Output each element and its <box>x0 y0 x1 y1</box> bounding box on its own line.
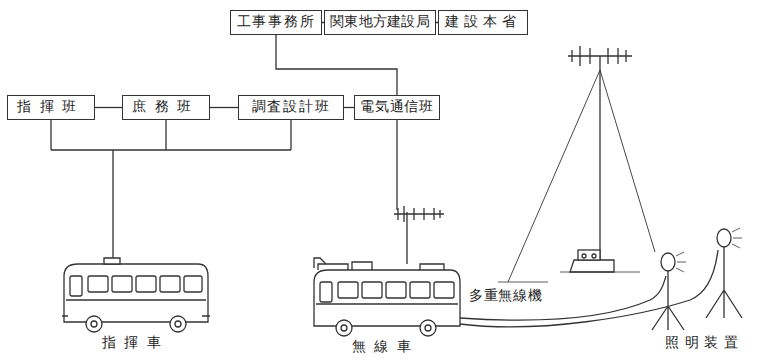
flood-light <box>706 228 742 318</box>
link-line <box>51 120 291 262</box>
link-line <box>396 120 397 210</box>
part-label: 無線車 <box>350 339 421 355</box>
box-text: 建設本省 <box>445 14 521 30</box>
group-box: 建設本省 <box>438 10 528 35</box>
group-box: 工事事務所 <box>230 10 322 35</box>
connector-line <box>344 107 354 108</box>
part-label: 多重無線機 <box>467 288 545 304</box>
box-text: 庶務班 <box>132 99 199 115</box>
group-box: 庶務班 <box>122 95 210 120</box>
group-box: 指揮班 <box>7 95 95 120</box>
relay-mast <box>498 46 655 282</box>
flood-light <box>652 252 686 330</box>
radio-bus <box>314 206 460 336</box>
group-box: 調査設計班 <box>238 95 344 120</box>
command-bus <box>62 258 210 332</box>
part-label: 照明装置 <box>663 335 745 351</box>
box-text: 調査設計班 <box>252 99 330 115</box>
connector-line <box>210 107 238 108</box>
box-text: 指揮班 <box>17 99 84 115</box>
connector-line <box>276 35 397 95</box>
group-box: 電気通信班 <box>354 95 440 120</box>
connector-line <box>95 107 122 108</box>
group-box: 関東地方建設局 <box>324 10 436 35</box>
box-text: 関東地方建設局 <box>330 14 430 30</box>
power-cable <box>460 250 718 327</box>
box-text: 工事事務所 <box>237 14 315 30</box>
box-text: 電気通信班 <box>360 99 434 115</box>
part-label: 指揮車 <box>100 335 171 351</box>
